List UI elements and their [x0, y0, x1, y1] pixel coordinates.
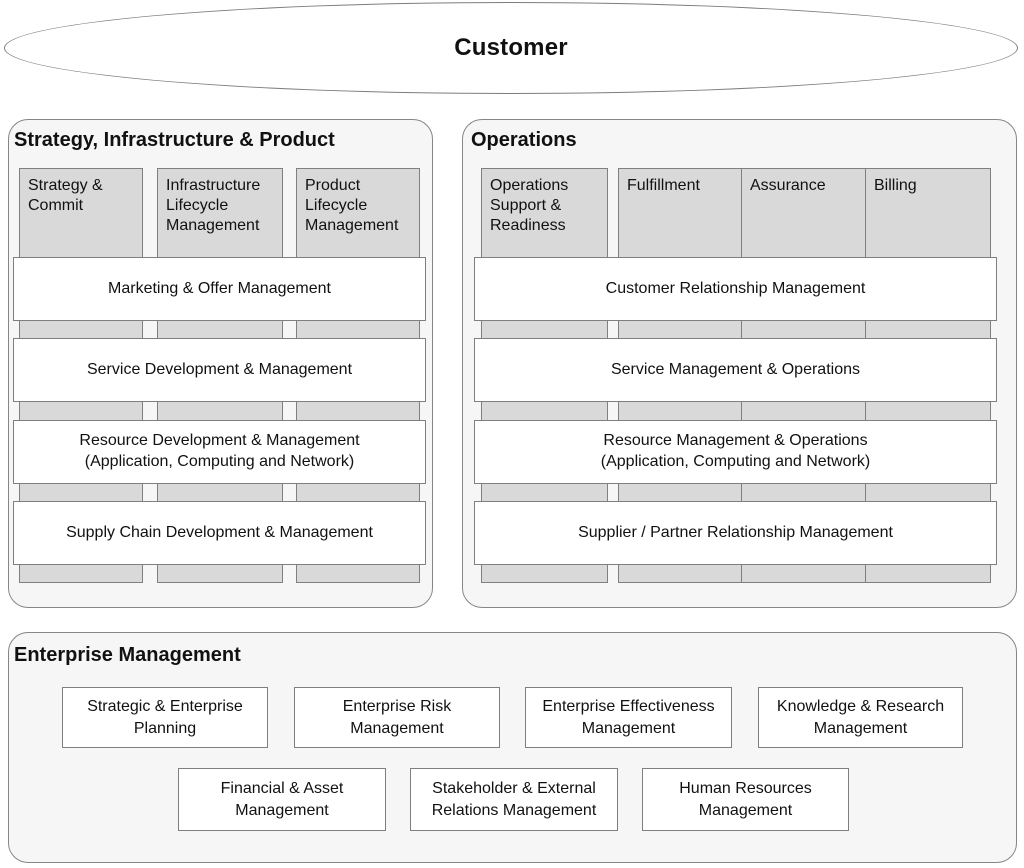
- band-supply-chain-development-management: Supply Chain Development & Management: [13, 501, 426, 565]
- embox-enterprise-effectiveness-management: Enterprise Effectiveness Management: [525, 687, 732, 748]
- customer-label: Customer: [454, 34, 568, 61]
- embox-strategic-enterprise-planning: Strategic & Enterprise Planning: [62, 687, 268, 748]
- embox-human-resources-management: Human Resources Management: [642, 768, 849, 831]
- panel-strategy-infrastructure-product: Strategy, Infrastructure & Product Strat…: [8, 119, 433, 608]
- band-supplier-partner-relationship-management: Supplier / Partner Relationship Manageme…: [474, 501, 997, 565]
- panel-title-operations: Operations: [471, 129, 577, 151]
- column-label: Product Lifecycle Management: [305, 177, 399, 234]
- column-label: Infrastructure Lifecycle Management: [166, 177, 261, 234]
- column-label: Assurance: [750, 177, 826, 194]
- band-resource-development-management: Resource Development & Management (Appli…: [13, 420, 426, 484]
- embox-enterprise-risk-management: Enterprise Risk Management: [294, 687, 500, 748]
- embox-financial-asset-management: Financial & Asset Management: [178, 768, 386, 831]
- panel-operations: Operations Operations Support & Readines…: [462, 119, 1017, 608]
- column-label: Strategy & Commit: [28, 177, 103, 214]
- band-marketing-offer-management: Marketing & Offer Management: [13, 257, 426, 321]
- embox-stakeholder-external-relations-management: Stakeholder & External Relations Managem…: [410, 768, 618, 831]
- band-service-management-operations: Service Management & Operations: [474, 338, 997, 402]
- panel-title-enterprise-management: Enterprise Management: [14, 644, 241, 666]
- embox-knowledge-research-management: Knowledge & Research Management: [758, 687, 963, 748]
- panel-title-sip: Strategy, Infrastructure & Product: [14, 129, 335, 151]
- column-label: Operations Support & Readiness: [490, 177, 569, 234]
- column-label: Billing: [874, 177, 917, 194]
- band-resource-management-operations: Resource Management & Operations (Applic…: [474, 420, 997, 484]
- column-label: Fulfillment: [627, 177, 700, 194]
- band-service-development-management: Service Development & Management: [13, 338, 426, 402]
- band-customer-relationship-management: Customer Relationship Management: [474, 257, 997, 321]
- panel-enterprise-management: Enterprise Management Strategic & Enterp…: [8, 632, 1017, 863]
- customer-ellipse: Customer: [4, 2, 1018, 94]
